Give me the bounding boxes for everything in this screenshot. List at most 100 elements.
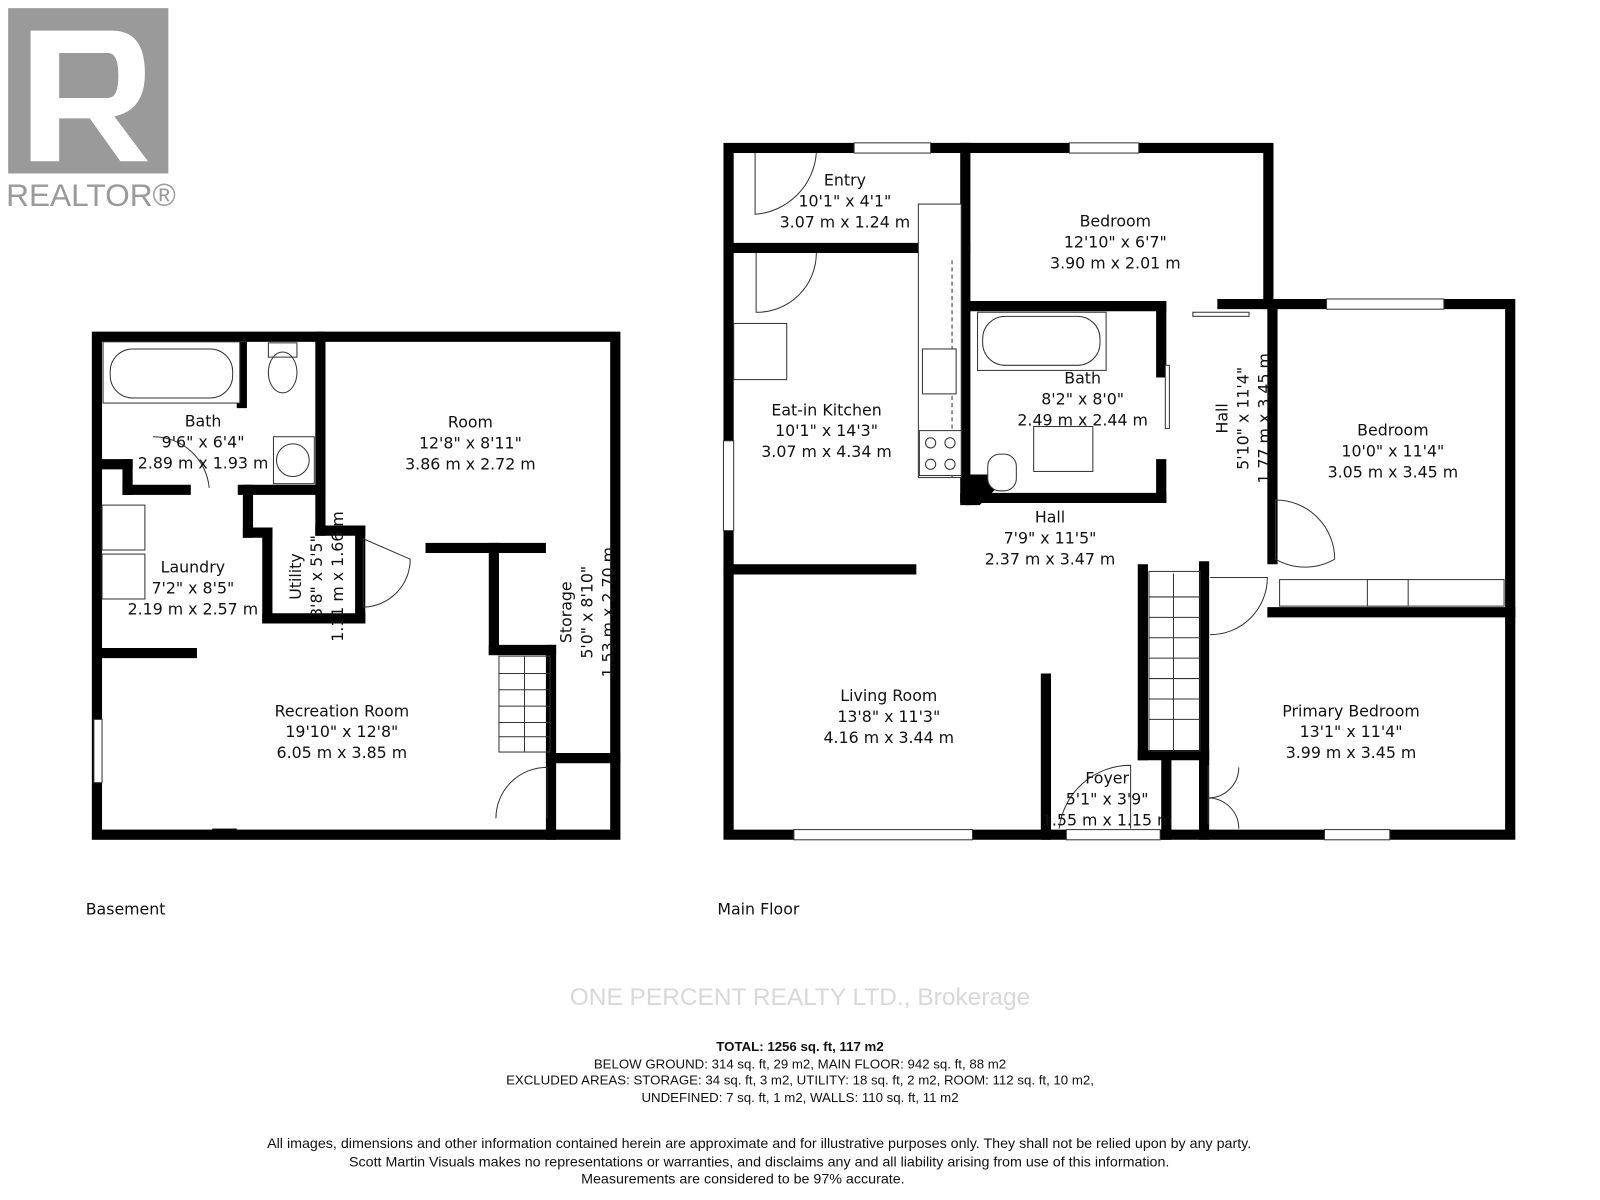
summary-line: UNDEFINED: 7 sq. ft, 1 m2, WALLS: 110 sq…: [641, 1090, 958, 1105]
sink-icon: [1033, 426, 1094, 472]
room-metric: 2.37 m x 3.47 m: [985, 549, 1116, 568]
sink-icon: [272, 436, 315, 485]
bathtub-icon: [977, 311, 1107, 371]
disclaimer: All images, dimensions and other informa…: [267, 1136, 1251, 1188]
door-icon: [754, 153, 817, 215]
window-icon: [1068, 142, 1140, 154]
room-imperial: 5'0" x 8'10": [577, 566, 596, 659]
basement-walls: [96, 331, 621, 840]
basement-plan: [91, 331, 621, 840]
room-imperial: 13'8" x 11'3": [837, 707, 940, 726]
room-name: Entry: [824, 171, 866, 190]
room-imperial: 9'6" x 6'4": [162, 432, 245, 451]
brokerage-watermark: ONE PERCENT REALTY LTD., Brokerage: [570, 984, 1031, 1011]
summary-total: TOTAL: 1256 sq. ft, 117 m2: [716, 1039, 883, 1054]
room-metric: 3.86 m x 2.72 m: [405, 454, 536, 473]
window-icon: [853, 142, 932, 154]
room-label-primary-bedroom: Primary Bedroom 13'1" x 11'4" 3.99 m x 3.4…: [1282, 701, 1420, 762]
main-floor-fixtures: [722, 142, 1505, 841]
room-name: Living Room: [840, 686, 937, 705]
disclaimer-line: Scott Martin Visuals makes no representa…: [349, 1154, 1169, 1170]
window-icon: [1065, 829, 1161, 841]
room-metric: 3.05 m x 3.45 m: [1328, 463, 1459, 482]
window-icon: [1326, 298, 1445, 310]
room-imperial: 10'1" x 4'1": [798, 192, 891, 211]
room-name: Utility: [286, 553, 305, 599]
door-icon: [153, 436, 210, 488]
realtor-logo-text: REALTOR®: [6, 177, 176, 213]
stove-icon: [918, 430, 962, 477]
room-metric: 3.07 m x 4.34 m: [761, 442, 892, 461]
washer-icon: [101, 504, 146, 551]
door-icon: [362, 538, 411, 608]
main-floor-plan: [722, 142, 1516, 841]
closet-door-icon: [1207, 765, 1240, 829]
stairs-icon: [498, 655, 551, 753]
realtor-logo: REALTOR®: [6, 8, 176, 213]
disclaimer-line: All images, dimensions and other informa…: [267, 1136, 1251, 1152]
room-metric: 3.90 m x 2.01 m: [1050, 253, 1181, 272]
main-floor-walls: [723, 142, 1516, 840]
room-imperial: 10'0" x 11'4": [1341, 442, 1444, 461]
room-name: Bedroom: [1080, 212, 1151, 231]
room-name: Bedroom: [1357, 421, 1428, 440]
room-label-entry: Entry 10'1" x 4'1" 3.07 m x 1.24 m: [780, 171, 911, 232]
room-name: Hall: [1213, 403, 1232, 433]
room-metric: 1.53 m x 2.70 m: [598, 547, 617, 678]
door-icon: [1210, 577, 1268, 636]
room-metric: 1.11 m x 1.66 m: [328, 511, 347, 642]
summary-line: BELOW GROUND: 314 sq. ft, 29 m2, MAIN FL…: [594, 1056, 1006, 1071]
room-metric: 1.77 m x 3.45 m: [1254, 353, 1273, 484]
window-icon: [93, 718, 103, 784]
disclaimer-line: Measurements are considered to be 97% ac…: [581, 1172, 905, 1188]
room-name: Foyer: [1085, 769, 1129, 788]
door-icon: [1058, 764, 1132, 829]
bathtub-icon: [102, 341, 241, 404]
room-imperial: 5'1" x 3'9": [1066, 790, 1149, 809]
room-imperial: 5'10" x 11'4": [1233, 367, 1252, 470]
basement-fixtures: [93, 341, 551, 837]
room-name: Hall: [1035, 507, 1065, 526]
room-name: Storage: [556, 581, 575, 643]
basement-label: Basement: [86, 899, 166, 918]
room-label-living-room: Living Room 13'8" x 11'3" 4.16 m x 3.44 m: [823, 686, 954, 747]
room-metric: 3.07 m x 1.24 m: [780, 213, 911, 232]
room-label-bedroom: Bedroom 10'0" x 11'4" 3.05 m x 3.45 m: [1328, 421, 1459, 482]
kitchen-sink-icon: [921, 348, 957, 395]
room-name: Laundry: [161, 557, 225, 576]
door-icon: [495, 766, 548, 819]
room-imperial: 19'10" x 12'8": [285, 722, 398, 741]
room-label-hall: Hall 7'9" x 11'5" 2.37 m x 3.47 m: [985, 507, 1116, 568]
basement-outer-wall: [91, 331, 621, 840]
room-metric: 4.16 m x 3.44 m: [823, 728, 954, 747]
room-imperial: 12'8" x 8'11": [419, 433, 522, 452]
room-name: Eat-in Kitchen: [771, 400, 881, 419]
window-icon: [793, 829, 973, 841]
room-metric: 3.99 m x 3.45 m: [1286, 743, 1417, 762]
sliding-door-icon: [1164, 364, 1170, 430]
toilet-icon: [267, 342, 298, 358]
room-metric: 1.55 m x 1.15 m: [1042, 811, 1173, 830]
room-imperial: 7'9" x 11'5": [1004, 528, 1097, 547]
sliding-door-icon: [1192, 311, 1250, 317]
room-imperial: 10'1" x 14'3": [775, 421, 878, 440]
room-imperial: 13'1" x 11'4": [1300, 722, 1403, 741]
window-icon: [1323, 829, 1391, 841]
dryer-icon: [101, 553, 146, 600]
room-label-foyer: Foyer 5'1" x 3'9" 1.55 m x 1.15 m: [1042, 769, 1173, 830]
room-name: Primary Bedroom: [1282, 701, 1420, 720]
room-name: Room: [448, 413, 493, 432]
room-name: Recreation Room: [275, 701, 409, 720]
room-name: Bath: [1064, 369, 1101, 388]
stairs-icon: [1148, 570, 1201, 752]
